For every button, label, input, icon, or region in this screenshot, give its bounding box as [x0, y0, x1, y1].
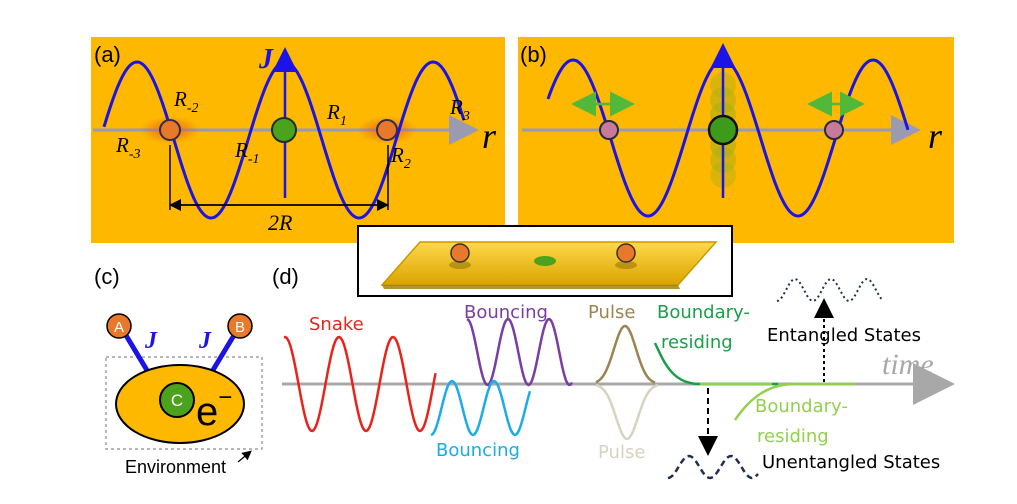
panel-a-right-node [376, 119, 398, 141]
unentangled-wave [667, 454, 759, 480]
inset-right-shadow [615, 261, 637, 269]
inset-right-sphere [616, 243, 636, 263]
node-c [159, 382, 195, 418]
panel-c-label: (c) [94, 264, 120, 289]
panel-b-right-node [824, 120, 844, 140]
environment-label: Environment [125, 457, 226, 477]
panel-b: (b) r [518, 37, 954, 243]
snake-wave [283, 335, 437, 433]
time-axis-label: time [882, 348, 934, 381]
label-r-minus-2: R-2 [173, 87, 199, 116]
entangled-label: Entangled States [767, 325, 921, 346]
panel-b-center-node [707, 114, 739, 146]
coupling-left-label: J [144, 328, 158, 354]
panel-b-label: (b) [520, 42, 547, 67]
environment-box [105, 356, 263, 450]
electron-label: e− [196, 384, 232, 434]
label-r-3: R3 [449, 95, 470, 124]
label-2r: 2R [268, 210, 293, 235]
panel-a: (a) J r R-2 R-3 R-1 R1 R2 R3 2R [91, 37, 505, 243]
node-a-label: A [114, 319, 124, 336]
bouncing-top-wave [466, 317, 573, 387]
coupling-right-label: J [198, 328, 212, 354]
boundary-bottom-label-2: residing [757, 426, 829, 447]
j-axis-label: J [258, 44, 274, 75]
boundary-top-label-2: residing [661, 332, 733, 353]
bouncing-top-label: Bouncing [464, 302, 548, 323]
node-a [106, 313, 132, 339]
boundary-bottom-label-1: Boundary- [755, 396, 848, 417]
panel-d-label: (d) [272, 264, 299, 289]
bouncing-bottom-label: Bouncing [436, 440, 520, 461]
panel-b-left-node [599, 120, 619, 140]
pulse-bottom-label: Pulse [598, 442, 645, 463]
label-r-2: R2 [390, 143, 411, 172]
entangled-wave [776, 277, 885, 303]
r-axis-label-a: r [482, 116, 497, 156]
panel-a-label: (a) [94, 42, 121, 67]
boundary-top-curve [653, 342, 778, 386]
inset-left-shadow [449, 261, 471, 269]
node-b [227, 313, 253, 339]
unentangled-label: Unentangled States [762, 452, 940, 473]
snake-label: Snake [309, 314, 364, 335]
inset-plate-edge [382, 285, 680, 289]
node-c-label: C [171, 391, 183, 410]
panel-a-center-node [271, 117, 297, 143]
bouncing-bottom-wave [430, 379, 532, 437]
environment-pointer [237, 450, 252, 463]
label-r-minus-1: R-1 [234, 138, 260, 167]
panel-c: (c) C e− A B J J Environment [94, 264, 263, 477]
node-b-label: B [235, 319, 245, 336]
pulse-bottom-wave [595, 383, 659, 441]
inset-left-sphere [450, 243, 470, 263]
pulse-top-label: Pulse [588, 302, 635, 323]
panel-a-wave [102, 60, 466, 220]
label-r-minus-3: R-3 [115, 133, 141, 162]
panel-a-left-node [159, 119, 181, 141]
boundary-bottom-curve [700, 382, 855, 421]
label-r-1: R1 [326, 100, 347, 129]
inset-plate [357, 225, 733, 297]
inset-center-spot [534, 256, 556, 266]
pulse-top-wave [595, 324, 656, 384]
panel-d: (d) time Snake Bouncing Bouncing Pulse P… [272, 264, 955, 480]
r-axis-label-b: r [928, 116, 943, 156]
boundary-top-label-1: Boundary- [657, 302, 750, 323]
